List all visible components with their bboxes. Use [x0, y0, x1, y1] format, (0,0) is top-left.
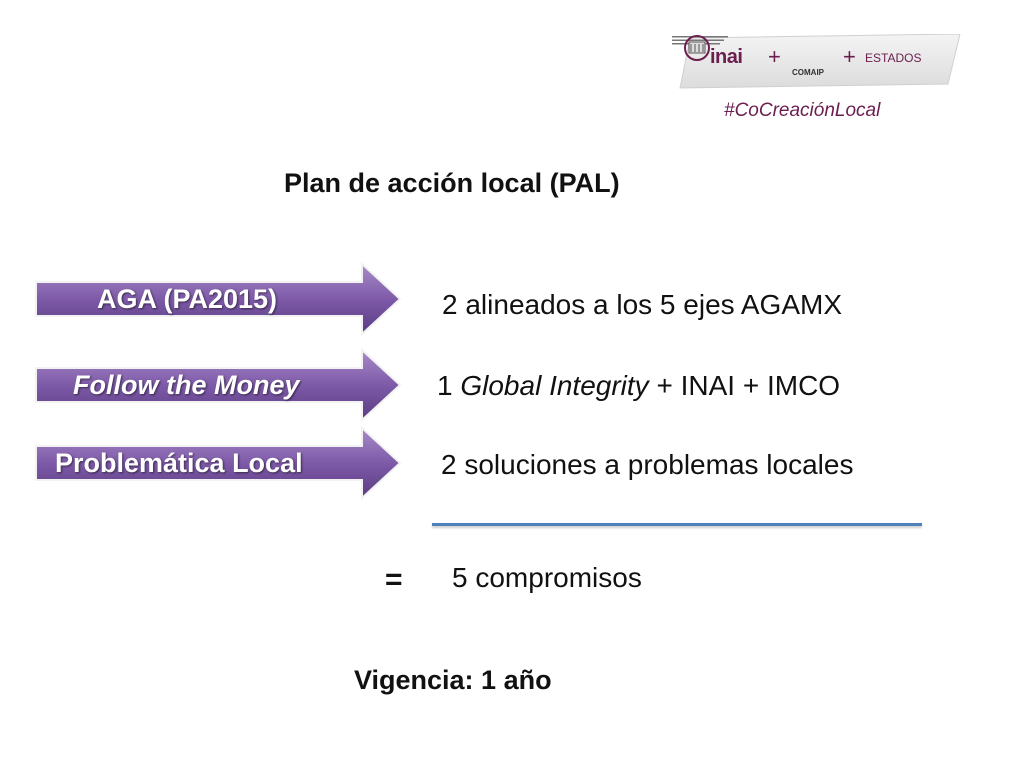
- sum-divider-line: [432, 523, 922, 526]
- desc-italic: Global Integrity: [460, 370, 649, 401]
- arrow-label-problematica-local: Problemática Local: [55, 448, 303, 478]
- inai-logo-text: inai: [710, 46, 743, 68]
- desc-prefix: 1: [437, 370, 461, 401]
- hashtag: #CoCreaciónLocal: [724, 100, 881, 121]
- arrow-label-aga: AGA (PA2015): [97, 284, 278, 314]
- arrow-shape-follow-the-money: [35, 348, 402, 422]
- row-description-problematica-local: 2 soluciones a problemas locales: [441, 449, 854, 480]
- vigencia-text: Vigencia: 1 año: [354, 665, 552, 695]
- arrow-shape-problematica-local: [35, 426, 402, 500]
- equals-sign: =: [385, 563, 403, 596]
- arrow-label-follow-the-money: Follow the Money: [73, 370, 300, 400]
- page-title: Plan de acción local (PAL): [284, 168, 620, 198]
- banner-background: [679, 34, 961, 89]
- logo-banner: inai + COMAIP + ESTADOS: [672, 34, 962, 90]
- plus-sign: +: [768, 44, 781, 69]
- plus-sign: +: [843, 44, 856, 69]
- row-description-aga: 2 alineados a los 5 ejes AGAMX: [442, 289, 843, 320]
- arrow-shape-aga: [35, 262, 402, 336]
- estados-text: ESTADOS: [865, 51, 922, 65]
- result-total: 5 compromisos: [452, 562, 642, 593]
- row-description-follow-the-money: 1 Global Integrity + INAI + IMCO: [437, 370, 840, 402]
- desc-suffix: + INAI + IMCO: [648, 370, 841, 401]
- comaip-emblem-icon: [684, 35, 710, 61]
- comaip-logo-text: COMAIP: [792, 68, 824, 77]
